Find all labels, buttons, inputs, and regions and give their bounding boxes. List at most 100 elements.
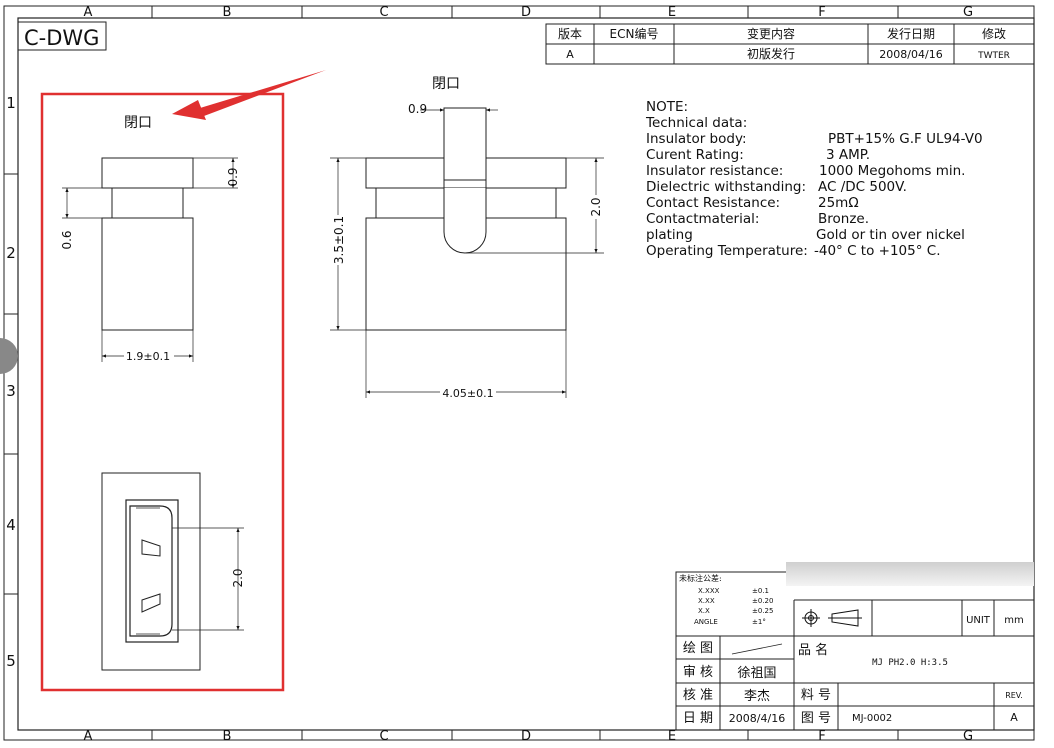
side-view: [62, 157, 238, 362]
approve-value: 李杰: [744, 689, 770, 704]
dwg-label: 图 号: [801, 711, 831, 726]
sheet-frame: [3, 5, 1035, 741]
date-label: 日 期: [683, 711, 713, 726]
col-label-bottom: F: [818, 729, 825, 744]
revision-table: 版本 ECN编号 变更内容 发行日期 修改 A 初版发行 2008/04/16 …: [545, 23, 1035, 65]
front-view-label: 閉口: [432, 76, 460, 92]
front-view-dims: 0.9 3.5±0.1 2.0 4.05±0.1: [332, 102, 604, 400]
rev-value: A: [1010, 711, 1018, 724]
tolerance-key: ANGLE: [694, 618, 718, 626]
col-label-bottom: A: [84, 729, 93, 744]
rev-cell: A: [566, 48, 574, 61]
rev-header: 版本: [558, 27, 582, 41]
col-label-top: D: [521, 5, 531, 20]
col-label-top: E: [668, 5, 676, 20]
col-label-bottom: B: [223, 729, 232, 744]
blurred-region: [786, 562, 1034, 586]
tolerance-key: X.X: [698, 607, 710, 615]
rev-label: REV.: [1005, 691, 1023, 700]
dim-front-slot: 2.0: [589, 197, 603, 216]
unit-value: mm: [1004, 615, 1023, 626]
drawn-label: 绘 图: [683, 641, 713, 656]
check-value: 徐祖国: [737, 666, 776, 681]
note-label: Insulator body:: [646, 131, 747, 147]
frame-labels: A B C D E F G A B C D E F G 1 2 3 4 5: [6, 5, 973, 744]
note-value: -40° C to +105° C.: [814, 243, 941, 259]
highlight-box: [40, 92, 285, 692]
tolerance-value: ±1°: [752, 618, 766, 626]
note-label: Contact Resistance:: [646, 195, 780, 211]
col-label-top: C: [379, 5, 388, 20]
note-value: PBT+15% G.F UL94-V0: [828, 131, 983, 147]
title-block: 未标注公差: X.XXX ±0.1 X.XX ±0.20 X.X ±0.25 A…: [675, 562, 1035, 731]
edge-handle: [0, 338, 18, 374]
note-label: plating: [646, 227, 693, 243]
drawing-type: C-DWG: [24, 26, 99, 50]
rev-cell: 2008/04/16: [879, 48, 942, 61]
unit-label: UNIT: [966, 615, 991, 626]
dim-front-width: 4.05±0.1: [442, 387, 493, 400]
drawing-type-box: C-DWG: [17, 21, 107, 51]
callout-arrow-head: [172, 100, 206, 120]
note-value: 3 AMP.: [826, 147, 870, 163]
col-label-bottom: C: [379, 729, 388, 744]
note-label: Technical data:: [645, 115, 747, 131]
notes-title: NOTE:: [646, 99, 688, 115]
col-label-top: G: [963, 5, 973, 20]
side-view-dims: 0.9 0.6 1.9±0.1: [60, 167, 240, 363]
row-label: 4: [6, 516, 16, 534]
front-view-title: 閉口: [432, 76, 460, 92]
row-label: 3: [6, 382, 16, 400]
bottom-view: [101, 472, 244, 671]
rev-cell: TWTER: [977, 51, 1010, 61]
note-label: Curent Rating:: [646, 147, 744, 163]
red-annotation: 閉口: [40, 70, 326, 692]
tolerance-value: ±0.1: [752, 587, 769, 595]
tolerance-value: ±0.20: [752, 597, 773, 605]
col-label-top: B: [223, 5, 232, 20]
rev-header: 发行日期: [887, 26, 935, 41]
name-value: MJ PH2.0 H:3.5: [872, 658, 948, 668]
tolerance-value: ±0.25: [752, 607, 773, 615]
tolerance-key: X.XX: [698, 597, 715, 605]
tolerance-key: X.XXX: [698, 587, 720, 595]
row-label: 1: [6, 94, 16, 112]
note-label: Dielectric withstanding:: [646, 179, 806, 195]
note-label: Insulator resistance:: [646, 163, 783, 179]
drawn-signature-stroke: [731, 643, 783, 655]
name-label: 品 名: [798, 642, 828, 658]
callout-arrow-shaft: [200, 70, 326, 116]
note-label: Contactmaterial:: [646, 211, 759, 227]
front-view: [330, 107, 604, 398]
row-label: 2: [6, 244, 16, 262]
dim-side-lower: 0.6: [60, 230, 74, 249]
note-value: 1000 Megohoms min.: [819, 163, 965, 179]
note-value: Bronze.: [818, 211, 869, 227]
col-label-bottom: D: [521, 729, 531, 744]
dim-side-upper: 0.9: [226, 167, 240, 186]
rev-header: 变更内容: [747, 26, 795, 41]
rev-header: ECN编号: [610, 26, 659, 41]
note-value: 25mΩ: [818, 195, 859, 211]
rev-header: 修改: [982, 26, 1006, 41]
projection-symbol-icon: [802, 609, 862, 627]
dim-front-height: 3.5±0.1: [332, 216, 346, 264]
col-label-top: A: [84, 5, 93, 20]
col-label-bottom: G: [963, 729, 973, 744]
dim-front-opening: 0.9: [408, 102, 427, 116]
note-label: Operating Temperature:: [646, 243, 808, 259]
date-value: 2008/4/16: [729, 712, 785, 725]
approve-label: 核 准: [683, 688, 713, 703]
col-label-bottom: E: [668, 729, 676, 744]
material-label: 料 号: [801, 688, 831, 703]
row-label: 5: [6, 652, 16, 670]
dwg-value: MJ-0002: [852, 713, 892, 724]
tolerance-title: 未标注公差:: [679, 573, 722, 583]
callout-label: 閉口: [124, 115, 152, 131]
dim-bottom-pitch: 2.0: [231, 568, 245, 587]
note-value: AC /DC 500V.: [818, 179, 907, 195]
note-value: Gold or tin over nickel: [816, 227, 965, 243]
dim-side-width: 1.9±0.1: [126, 350, 170, 363]
col-label-top: F: [818, 5, 825, 20]
check-label: 审 核: [683, 665, 713, 680]
